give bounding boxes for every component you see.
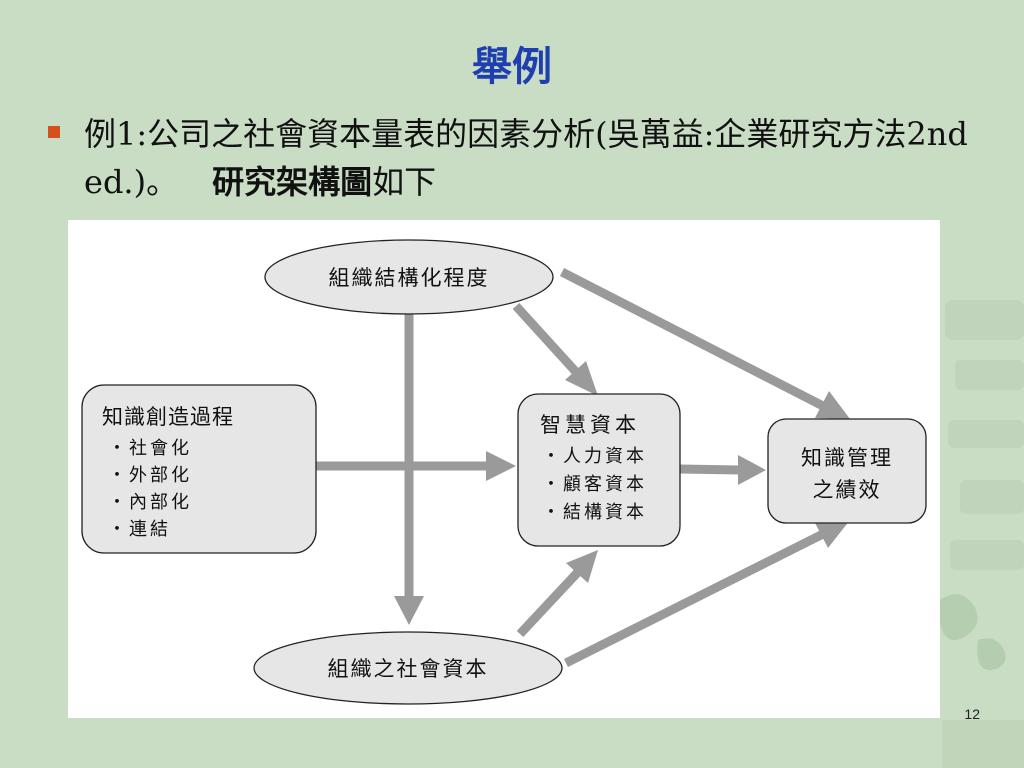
page-number: 12 (964, 706, 980, 722)
node-org-social-capital-label: 組織之社會資本 (328, 657, 489, 681)
node-knowledge-creation-title: 知識創造過程 (102, 405, 234, 429)
research-framework-diagram: 組織結構化程度 知識創造過程 ‧社會化 ‧外部化 ‧內部化 ‧連結 智慧資本 ‧… (68, 220, 940, 718)
node-knowledge-creation-item: ‧外部化 (108, 465, 192, 486)
arrow-creation-to-intellectual (316, 451, 516, 481)
bullet-square-icon (48, 126, 60, 138)
node-intellectual-capital: 智慧資本 ‧人力資本 ‧顧客資本 ‧結構資本 (517, 393, 681, 547)
node-intellectual-capital-item: ‧人力資本 (542, 446, 647, 467)
slide-title: 舉例 (472, 43, 552, 90)
node-km-performance: 知識管理 之績效 (767, 418, 927, 524)
diagram-canvas: 組織結構化程度 知識創造過程 ‧社會化 ‧外部化 ‧內部化 ‧連結 智慧資本 ‧… (81, 239, 927, 705)
node-km-performance-line1: 知識管理 (801, 446, 893, 470)
bullet-emphasis: 研究架構圖 (212, 163, 373, 201)
node-knowledge-creation-item: ‧連結 (108, 519, 171, 540)
bullet-item: 例1:公司之社會資本量表的因素分析(吳萬益:企業研究方法2nd ed.)。研究架… (48, 110, 988, 206)
node-intellectual-capital-title: 智慧資本 (540, 413, 640, 437)
node-knowledge-creation: 知識創造過程 ‧社會化 ‧外部化 ‧內部化 ‧連結 (81, 384, 317, 554)
node-org-social-capital: 組織之社會資本 (253, 631, 563, 705)
arrow-structure-to-social (394, 312, 424, 625)
bullet-text-block: 例1:公司之社會資本量表的因素分析(吳萬益:企業研究方法2nd ed.)。研究架… (84, 110, 988, 206)
arrow-intellectual-to-km (679, 455, 766, 485)
node-intellectual-capital-item: ‧顧客資本 (542, 474, 647, 495)
node-knowledge-creation-item: ‧內部化 (108, 492, 192, 513)
arrow-structure-to-km (559, 267, 850, 419)
arrow-structure-to-intellectual (512, 302, 598, 396)
node-org-structure-label: 組織結構化程度 (329, 266, 490, 290)
bullet-suffix: 如下 (372, 163, 437, 201)
node-knowledge-creation-item: ‧社會化 (108, 438, 192, 459)
arrow-social-to-km (563, 520, 850, 668)
node-km-performance-line2: 之績效 (813, 478, 882, 502)
arrow-social-to-intellectual (516, 550, 598, 638)
node-intellectual-capital-item: ‧結構資本 (542, 502, 647, 523)
bullet-text: 例1:公司之社會資本量表的因素分析(吳萬益:企業研究方法2nd ed.)。 (84, 115, 968, 201)
diagram-arrows (316, 267, 850, 668)
node-org-structure: 組織結構化程度 (264, 239, 554, 315)
